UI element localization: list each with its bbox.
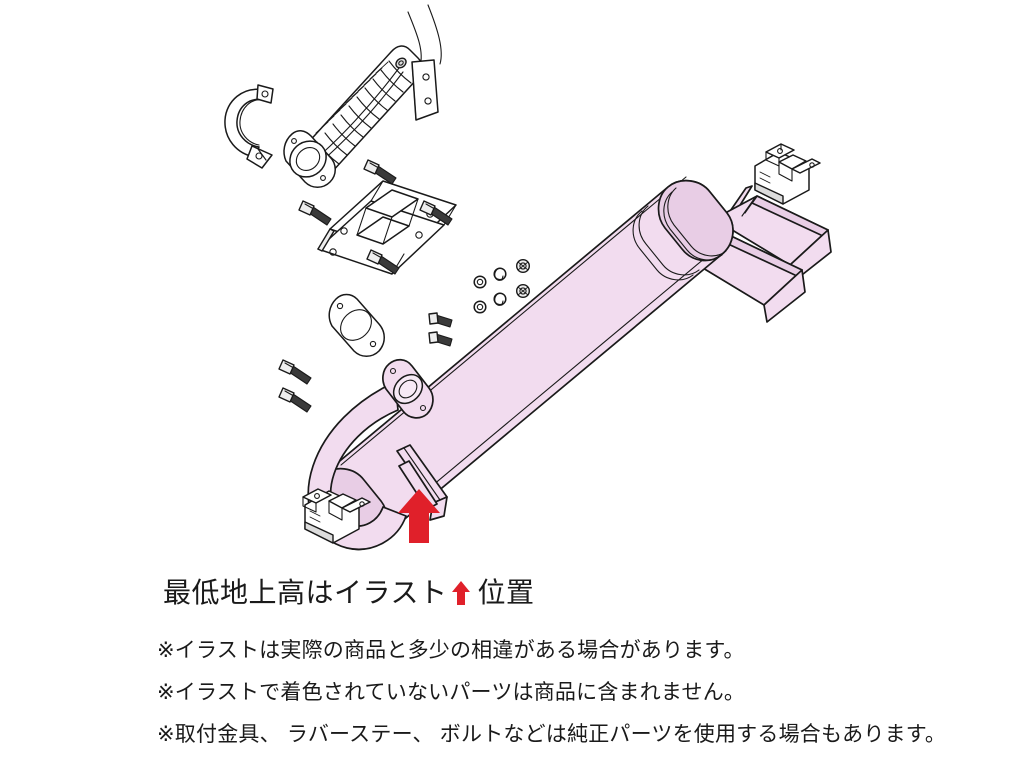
hardware-cluster — [473, 259, 531, 314]
hex-nut — [516, 284, 531, 299]
caption-block: 最低地上高はイラスト 位置 ※イラストは実際の商品と多少の相違がある場合がありま… — [0, 565, 1022, 763]
bracket-bolts — [298, 159, 453, 275]
note-line-3: ※取付金具、 ラバーステー、 ボルトなどは純正パーツを使用する場合もあります。 — [157, 723, 947, 746]
hex-flange-bolt — [366, 249, 400, 275]
hex-flange-bolt — [278, 359, 312, 385]
hex-flange-bolt — [298, 200, 332, 226]
front-hanger-bracket — [396, 444, 448, 521]
short-stud-bolt — [428, 312, 453, 328]
ground-clearance-arrow — [398, 489, 440, 543]
up-arrow-icon — [451, 580, 471, 606]
short-stud-bolt — [428, 331, 453, 347]
flex-pipe-tab-bracket — [411, 59, 439, 121]
note-line-1: ※イラストは実際の商品と多少の相違がある場合があります。 — [157, 639, 745, 662]
hex-nut — [516, 259, 531, 274]
flex-pipe-wire-2 — [427, 4, 442, 65]
flex-pipe-weld-boss — [395, 57, 407, 69]
headline: 最低地上高はイラスト 位置 — [163, 579, 534, 607]
hex-flange-bolt — [419, 200, 453, 226]
muffler-assembly — [307, 176, 832, 551]
spring-washer — [493, 292, 507, 306]
rubber-mount-bracket-rear — [754, 143, 821, 205]
muffler-band-strap — [632, 205, 700, 281]
spring-washer — [493, 267, 507, 281]
inlet-flange-bolts — [278, 359, 312, 413]
exhaust-system-illustration: .ln { fill:none; stroke:#1a1a1a; stroke-… — [224, 4, 832, 551]
headline-text-after-arrow: 位置 — [477, 577, 535, 608]
flat-washer — [473, 275, 487, 289]
flat-washer — [473, 300, 487, 314]
hex-flange-bolt — [363, 159, 397, 185]
rubber-mount-bracket-front — [302, 488, 371, 544]
flex-pipe-assembly — [283, 4, 442, 188]
note-line-2: ※イラストで着色されていないパーツは商品に含まれません。 — [157, 681, 746, 704]
flex-pipe-inlet-flange — [283, 130, 336, 188]
c-spring-clamp — [224, 84, 274, 169]
stud-bolts — [428, 312, 453, 347]
exhaust-flange-gasket — [328, 293, 385, 357]
hex-flange-bolt — [278, 387, 312, 413]
inlet-pipe-flange — [382, 358, 434, 419]
u-shaped-mounting-bracket — [317, 180, 457, 275]
headline-text-before-arrow: 最低地上高はイラスト — [163, 577, 448, 608]
